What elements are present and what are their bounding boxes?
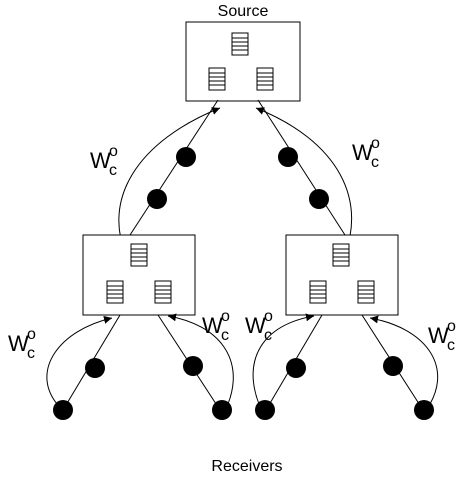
source-queue-right-icon bbox=[256, 67, 274, 91]
packet-upper-right-1 bbox=[278, 147, 298, 167]
packet-lower-1 bbox=[85, 358, 105, 378]
window-label-sub: c bbox=[109, 162, 117, 179]
window-label-main: W bbox=[8, 331, 29, 356]
packet-upper-left-1 bbox=[176, 147, 196, 167]
window-label-lower-2: W c o bbox=[202, 308, 230, 344]
window-label-main: W bbox=[202, 313, 223, 338]
window-label-sub: c bbox=[447, 337, 455, 354]
receiver-node-1 bbox=[53, 400, 73, 420]
link-source-right-router bbox=[257, 99, 346, 236]
window-label-main: W bbox=[428, 323, 449, 348]
right-router-queue-top-icon bbox=[332, 243, 350, 267]
left-router-queue-right-icon bbox=[154, 280, 172, 304]
packet-upper-left-2 bbox=[147, 189, 167, 209]
packet-lower-4 bbox=[383, 356, 403, 376]
right-router-queue-right-icon bbox=[357, 280, 375, 304]
window-arrow-lower-4 bbox=[369, 315, 439, 405]
window-label-sup: o bbox=[371, 135, 380, 152]
receiver-node-3 bbox=[255, 400, 275, 420]
packet-lower-3 bbox=[286, 358, 306, 378]
window-label-sup: o bbox=[264, 308, 273, 325]
window-arrow-lower-2 bbox=[167, 313, 234, 405]
left-router-queue-left-icon bbox=[106, 280, 124, 304]
window-label-sup: o bbox=[27, 326, 36, 343]
window-label-sup: o bbox=[221, 308, 230, 325]
window-label-main: W bbox=[90, 148, 111, 173]
window-label-sub: c bbox=[264, 327, 272, 344]
source-label: Source bbox=[218, 3, 269, 20]
receiver-node-4 bbox=[414, 400, 434, 420]
window-label-main: W bbox=[352, 140, 373, 165]
window-label-upper-left: W c o bbox=[90, 143, 118, 179]
right-router-queue-left-icon bbox=[309, 280, 327, 304]
left-router-queue-top-icon bbox=[130, 243, 148, 267]
window-label-upper-right: W c o bbox=[352, 135, 380, 171]
window-label-main: W bbox=[245, 313, 266, 338]
left-router-box bbox=[82, 234, 196, 316]
receivers-label: Receivers bbox=[211, 458, 282, 475]
window-label-sub: c bbox=[27, 345, 35, 362]
window-label-sup: o bbox=[447, 318, 456, 335]
window-label-sup: o bbox=[109, 143, 118, 160]
source-queue-top-icon bbox=[231, 32, 249, 56]
window-label-lower-1: W c o bbox=[8, 326, 36, 362]
window-label-lower-3: W c o bbox=[245, 308, 273, 344]
link-source-left-router bbox=[129, 99, 219, 236]
window-label-sub: c bbox=[221, 327, 229, 344]
packet-lower-2 bbox=[183, 356, 203, 376]
source-queue-left-icon bbox=[208, 67, 226, 91]
window-label-lower-4: W c o bbox=[428, 318, 456, 354]
window-label-sub: c bbox=[371, 154, 379, 171]
packet-upper-right-2 bbox=[309, 189, 329, 209]
receiver-node-2 bbox=[212, 400, 232, 420]
window-arrow-lower-1 bbox=[46, 315, 113, 405]
window-arrow-lower-3 bbox=[252, 313, 315, 405]
